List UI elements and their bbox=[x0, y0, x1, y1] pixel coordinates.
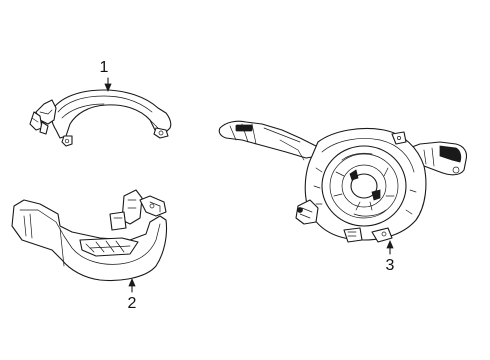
callout-1: 1 bbox=[100, 59, 112, 93]
lower-shroud-part bbox=[11, 189, 168, 282]
switch-clockspring-part bbox=[218, 120, 468, 243]
callout-2-label: 2 bbox=[128, 295, 137, 312]
upper-shroud-part bbox=[29, 89, 172, 147]
callout-1-label: 1 bbox=[100, 59, 109, 76]
callout-3: 3 bbox=[386, 239, 395, 274]
callout-2: 2 bbox=[128, 277, 137, 312]
callout-3-label: 3 bbox=[386, 257, 395, 274]
